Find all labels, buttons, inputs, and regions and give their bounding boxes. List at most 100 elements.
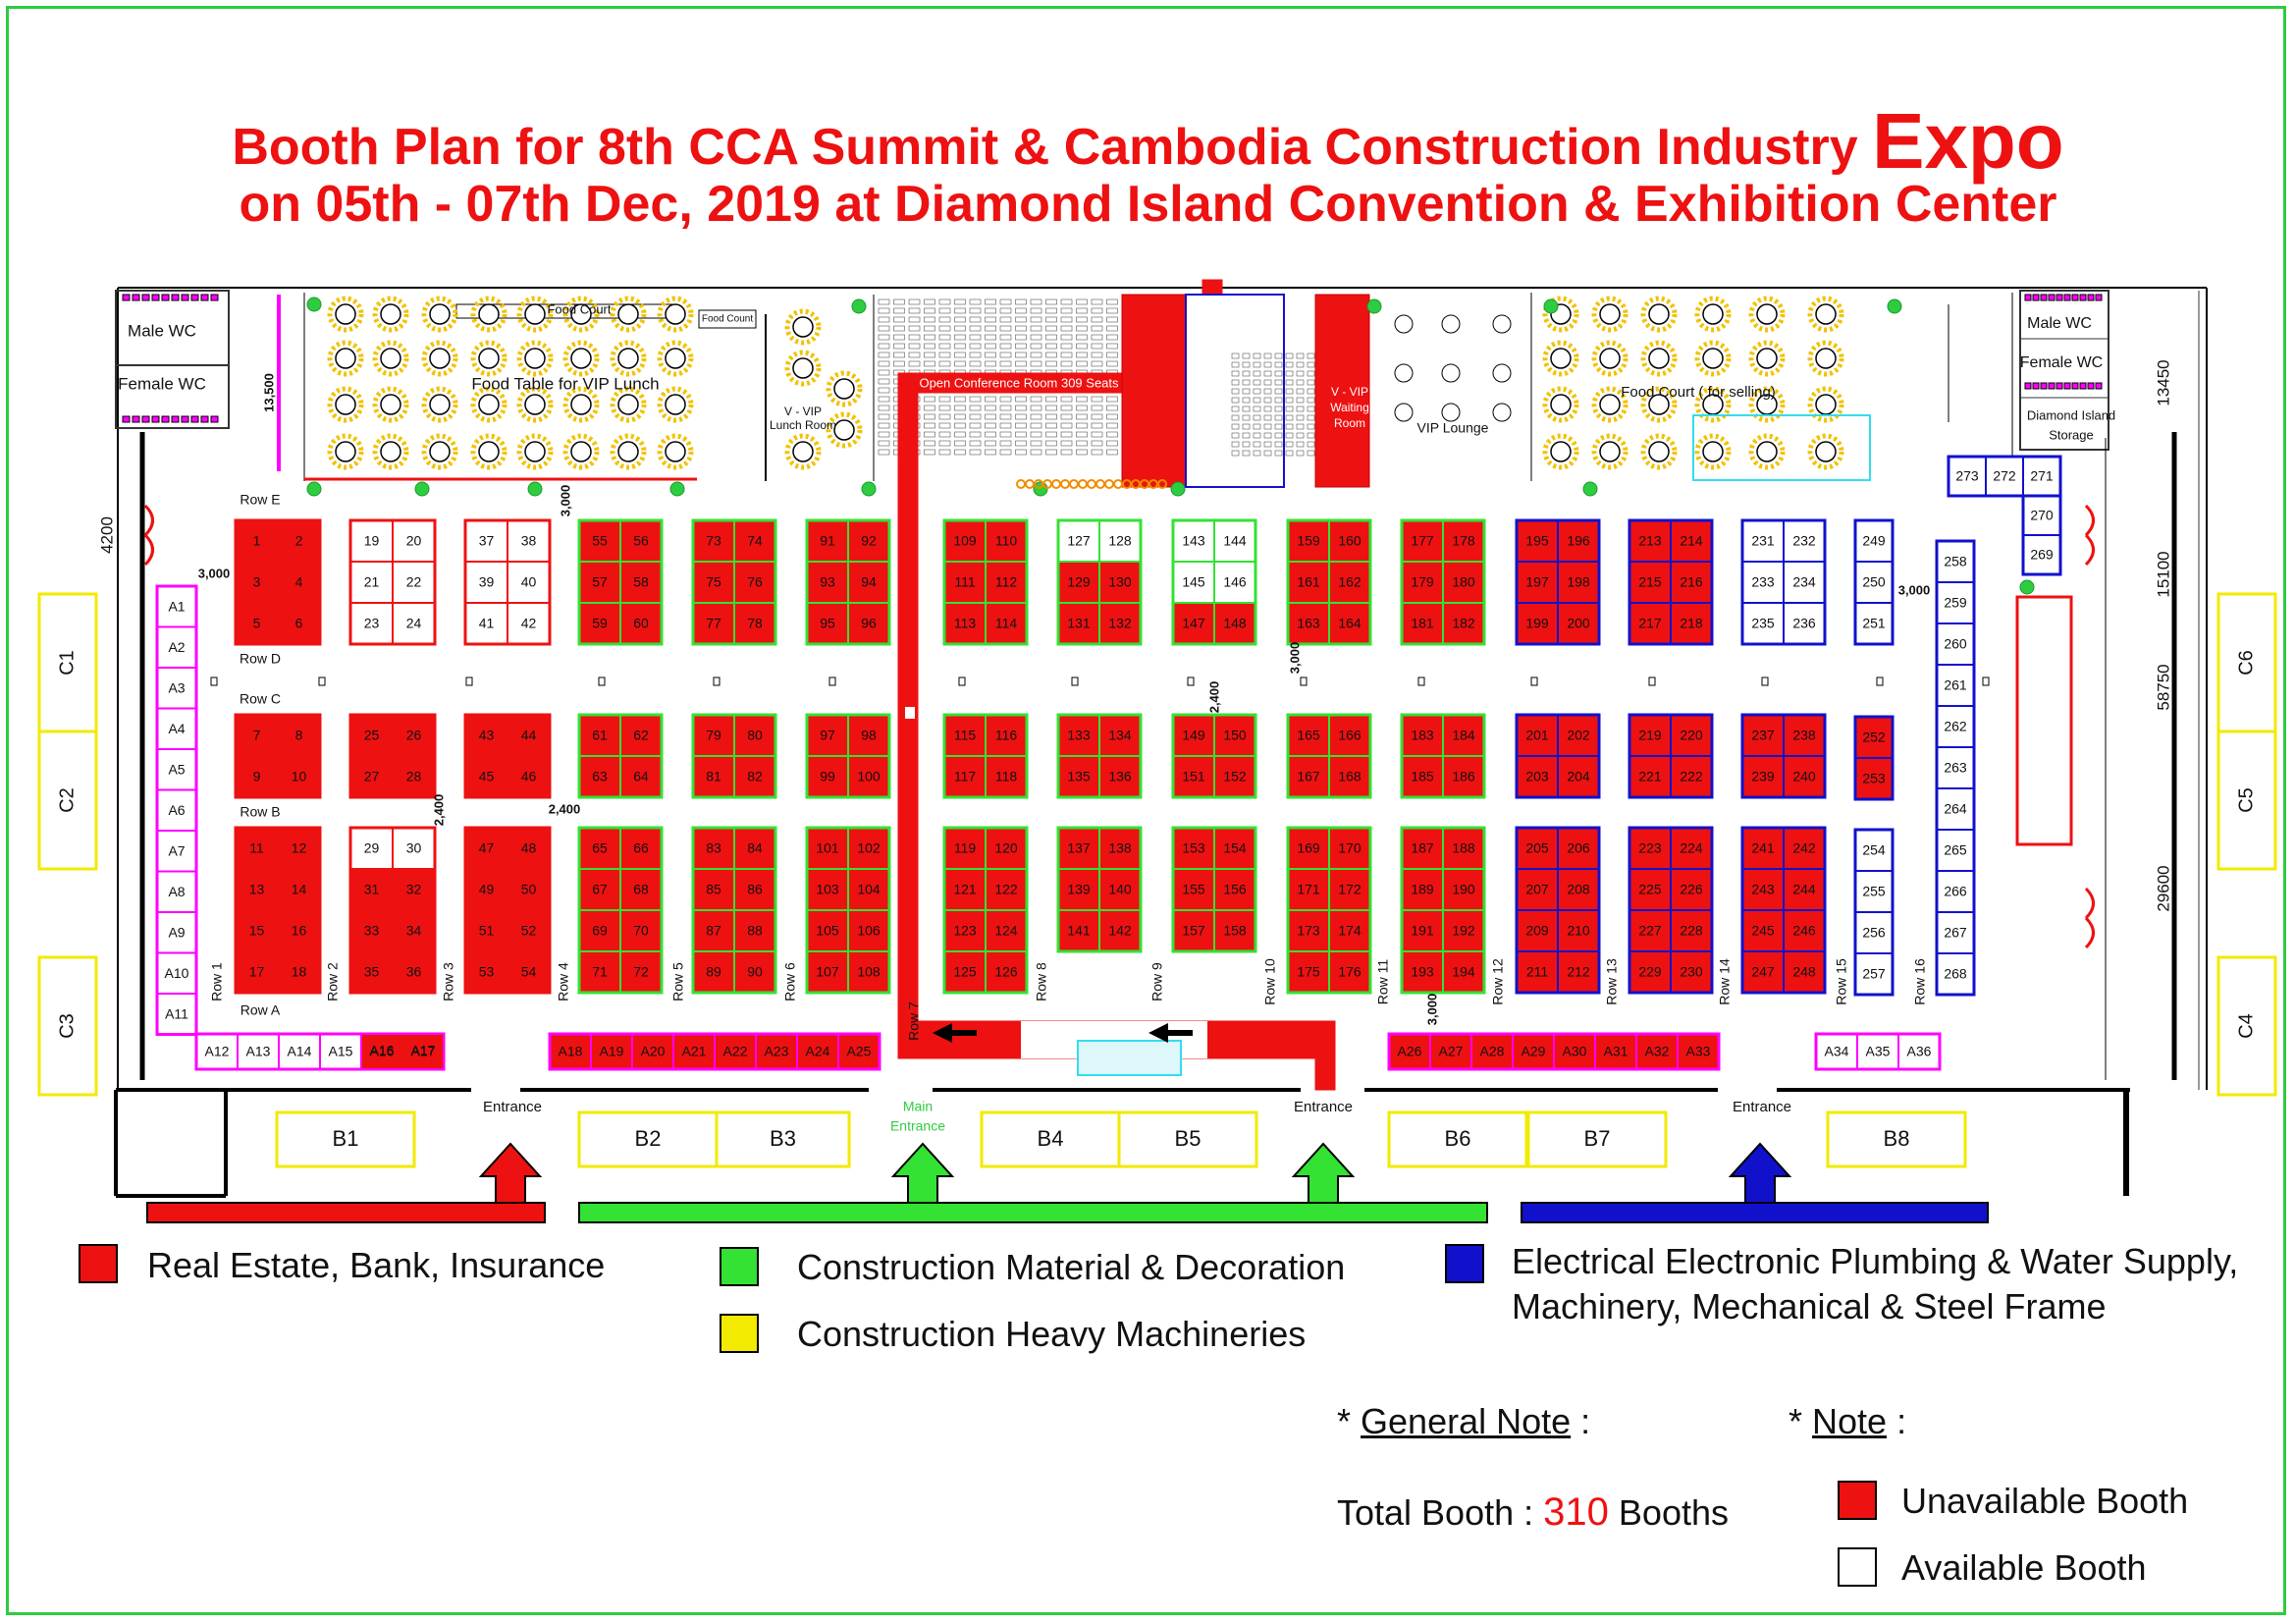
conference-seat	[985, 298, 996, 305]
booth-number: 1	[253, 533, 261, 549]
booth-number: 264	[1944, 801, 1967, 817]
block153-block-border	[1171, 826, 1257, 953]
dim-2400-a: 2,400	[431, 794, 446, 827]
chair-ring	[372, 340, 409, 377]
booth-number: 53	[479, 964, 495, 980]
stage-seat	[1274, 388, 1283, 395]
wc-fixture	[122, 415, 131, 423]
block101-block-border	[805, 826, 891, 995]
b-booth-label: B1	[333, 1126, 359, 1151]
booth-number: 123	[953, 923, 977, 939]
block119-booth-cell	[985, 950, 1028, 994]
stage-seat	[1296, 361, 1305, 368]
block241-booth-cell	[1783, 868, 1826, 911]
conference-seat	[893, 307, 905, 314]
booth-number: 94	[861, 574, 877, 590]
conference-seat	[938, 343, 951, 350]
stage-seat	[1274, 450, 1283, 457]
round-table	[524, 394, 546, 415]
booth-number: 266	[1944, 884, 1967, 899]
round-table	[1815, 348, 1837, 369]
pillar	[1982, 676, 1990, 686]
booth-number: A17	[411, 1043, 436, 1058]
entrance-arrow-green-1	[890, 1142, 955, 1209]
hall-structure	[114, 279, 2208, 1223]
block213-block-border	[1628, 518, 1714, 646]
conference-seat	[1091, 405, 1103, 411]
stage-seat	[1253, 388, 1261, 395]
round-table	[429, 303, 451, 325]
row-number-8: Row 8	[1034, 962, 1049, 1001]
conference-seat	[1030, 449, 1042, 456]
block241-booth-cell	[1741, 950, 1785, 994]
booth-number: 158	[1223, 923, 1247, 939]
booth-number: 66	[633, 840, 649, 856]
block29-booth-cell	[392, 868, 436, 911]
b-booth-label: B4	[1038, 1126, 1064, 1151]
stage-seat	[1253, 397, 1261, 404]
conference-seat	[1015, 405, 1027, 411]
b-booth-label: B7	[1584, 1126, 1611, 1151]
conference-seat	[893, 352, 905, 358]
b-booth-label: B3	[770, 1126, 796, 1151]
conference-seat	[924, 413, 935, 420]
booth-number: 18	[292, 964, 307, 980]
booth-number: 150	[1223, 728, 1247, 743]
booth-number: 192	[1452, 923, 1475, 939]
conference-seat	[969, 298, 982, 305]
stage-seat	[1231, 432, 1240, 439]
booth-number: 230	[1680, 964, 1703, 980]
round-table	[380, 394, 401, 415]
stool	[1113, 479, 1123, 489]
chair-ring	[372, 296, 409, 333]
wc-fixture	[161, 415, 170, 423]
registration-counter	[1077, 1040, 1182, 1076]
conference-seat	[954, 343, 966, 350]
booth-number: 63	[592, 769, 608, 784]
conference-seat	[1060, 360, 1073, 367]
booth-number: 140	[1108, 882, 1132, 897]
booth-number: 166	[1338, 728, 1362, 743]
booth-number: 174	[1338, 923, 1362, 939]
booth-number: 17	[249, 964, 265, 980]
blockD-booth-cell	[392, 602, 436, 645]
stage-seat	[1253, 406, 1261, 412]
booth-number: 21	[364, 574, 380, 590]
stage-seat	[1285, 388, 1294, 395]
stage-seat	[1285, 450, 1294, 457]
row-number-1: Row 1	[209, 962, 225, 1001]
booth-number: 115	[954, 728, 977, 743]
booth-number: 111	[954, 574, 975, 590]
conference-seat	[985, 449, 996, 456]
booth-number: 67	[592, 882, 608, 897]
booth-number: 162	[1338, 574, 1362, 590]
conference-seat	[999, 360, 1012, 367]
round-table	[665, 303, 686, 325]
row-number-6: Row 6	[782, 962, 798, 1001]
stage-seat	[1285, 370, 1294, 377]
a-col-booth-cell	[156, 788, 197, 832]
conference-seat	[969, 307, 982, 314]
conference-seat	[908, 298, 921, 305]
stage-seat	[1231, 397, 1240, 404]
label-food-table-vip: Food Table for VIP Lunch	[471, 374, 659, 393]
conference-seat	[924, 422, 935, 429]
stage-seat	[1231, 414, 1240, 421]
general-note-heading: * General Note :	[1337, 1401, 1591, 1441]
conference-seat	[1030, 396, 1042, 403]
conference-seat	[1015, 396, 1027, 403]
stool	[1051, 479, 1061, 489]
chair-ring	[421, 340, 458, 377]
b-booth	[1826, 1110, 1967, 1168]
bar-blue	[1521, 1202, 1989, 1223]
booth-number: 46	[521, 769, 537, 784]
label-vip-lounge: VIP Lounge	[1417, 420, 1489, 436]
label-food-court: Food Court	[547, 301, 611, 316]
vvip-waiting	[1314, 294, 1370, 488]
conference-seat	[1076, 298, 1088, 305]
stage-seat	[1263, 414, 1272, 421]
conference-seat	[1045, 343, 1057, 350]
stage-seat	[1242, 423, 1251, 430]
booth-number: 26	[406, 728, 422, 743]
booth-number: 74	[747, 533, 763, 549]
